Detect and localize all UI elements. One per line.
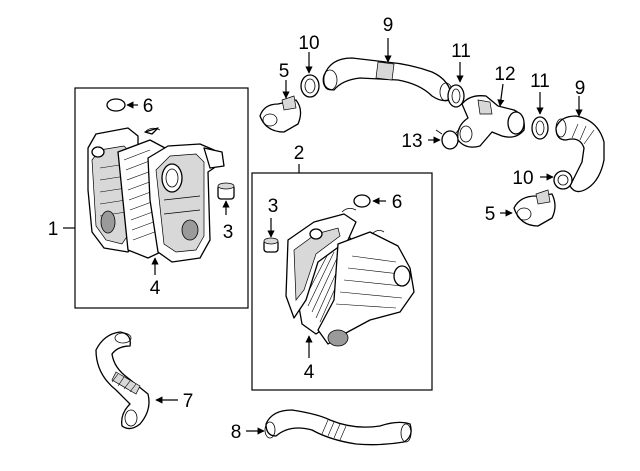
callout-5-right: 5 <box>485 204 496 225</box>
clamp-small: 13 <box>401 127 461 152</box>
right-grommet: 3 <box>263 196 279 253</box>
callout-9-top: 9 <box>383 15 394 36</box>
upper-intake-duct: 9 <box>322 15 453 102</box>
callout-2: 2 <box>294 143 305 164</box>
left-grommet: 3 <box>217 182 235 243</box>
lower-hose-bottom: 8 <box>231 409 412 446</box>
callout-10-top: 10 <box>298 33 319 54</box>
sensor-top: 5 <box>259 61 302 133</box>
y-pipe: 12 <box>457 64 525 148</box>
callout-8: 8 <box>231 422 242 443</box>
clamp-right: 10 <box>512 168 573 190</box>
callout-4-left: 4 <box>150 278 161 299</box>
callout-13: 13 <box>401 131 422 152</box>
clamp-mid-b: 11 <box>530 71 550 140</box>
left-assembly-box: 1 <box>48 87 249 309</box>
callout-5-top: 5 <box>279 61 290 82</box>
callout-3-left: 3 <box>223 222 234 243</box>
left-element-callout: 4 <box>150 257 161 299</box>
callout-1: 1 <box>48 219 59 240</box>
left-air-box-cover <box>147 143 225 263</box>
callout-6-right: 6 <box>392 192 403 213</box>
right-air-box-housing <box>285 208 415 347</box>
right-assembly-box: 2 <box>251 143 433 391</box>
callout-3-right: 3 <box>268 196 279 217</box>
left-o-ring: 6 <box>106 96 154 117</box>
sensor-right: 5 <box>485 189 556 227</box>
callout-12: 12 <box>494 64 515 85</box>
callout-6-left: 6 <box>143 96 154 117</box>
right-duct: 9 <box>555 78 605 193</box>
callout-11-b: 11 <box>530 71 550 92</box>
clamp-top: 10 <box>298 33 320 98</box>
right-element-callout: 4 <box>304 335 315 383</box>
callout-10-right: 10 <box>512 168 533 189</box>
left-box-frame <box>74 87 249 309</box>
right-o-ring: 6 <box>353 192 403 213</box>
callout-9-right: 9 <box>575 78 586 99</box>
clamp-mid-a: 11 <box>447 41 471 108</box>
callout-11-a: 11 <box>451 41 471 62</box>
right-box-frame <box>251 172 433 391</box>
callout-4-right: 4 <box>304 362 315 383</box>
callout-7: 7 <box>183 391 194 412</box>
lower-hose-left: 7 <box>95 331 194 430</box>
